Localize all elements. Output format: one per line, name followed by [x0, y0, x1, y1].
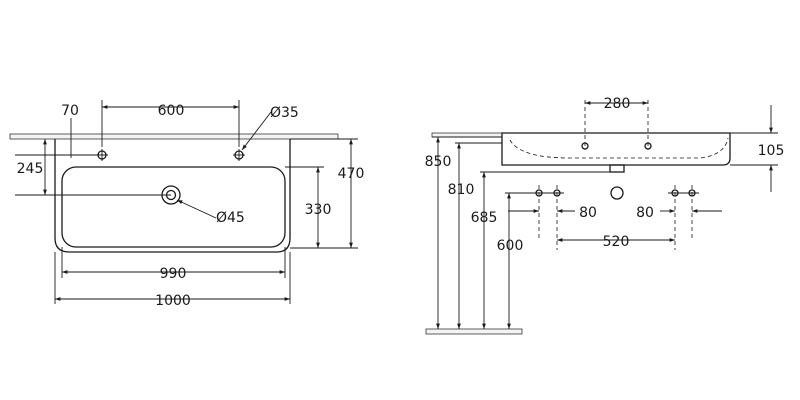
waste-outlet — [610, 186, 624, 200]
dim-waste-height: 685 — [471, 210, 498, 226]
dim-side-tap-spacing: 280 — [604, 96, 631, 112]
dim-bowl-width: 990 — [160, 266, 187, 282]
dim-supply-height: 600 — [497, 238, 524, 254]
waste-stub — [609, 164, 625, 173]
dim-supply-spacing: 520 — [603, 234, 630, 250]
dim-bottom-height: 810 — [448, 182, 475, 198]
basin-profile — [501, 132, 731, 166]
dim-overall-width: 1000 — [155, 293, 191, 309]
floor-strip — [425, 328, 523, 335]
bowl-outline — [61, 166, 286, 248]
dim-tap-hole: Ø35 — [270, 105, 299, 121]
dim-bowl-depth: 330 — [305, 202, 332, 218]
supply-points-right — [668, 185, 699, 250]
wall-strip-top — [431, 132, 503, 138]
top-view: 70 600 Ø35 245 Ø45 470 330 990 1000 — [9, 100, 365, 309]
tap-left-marker — [581, 142, 589, 150]
dim-supply-left: 80 — [579, 205, 597, 221]
dim-drain: Ø45 — [216, 210, 245, 226]
side-view: 280 105 80 80 52 — [425, 96, 785, 335]
dim-overall-depth: 470 — [338, 166, 365, 182]
tap-right-marker — [644, 142, 652, 150]
dim-tap-offset: 70 — [61, 103, 79, 119]
dim-tap-height: 245 — [17, 161, 44, 177]
dim-supply-right: 80 — [636, 205, 654, 221]
bowl-curve — [509, 137, 729, 159]
tap-hole-right — [233, 149, 245, 161]
dim-tap-spacing: 600 — [158, 103, 185, 119]
wall-strip — [9, 133, 339, 140]
dim-rim-thickness: 105 — [758, 143, 785, 159]
dim-rim-height: 850 — [425, 154, 452, 170]
basin-outline — [54, 139, 291, 253]
